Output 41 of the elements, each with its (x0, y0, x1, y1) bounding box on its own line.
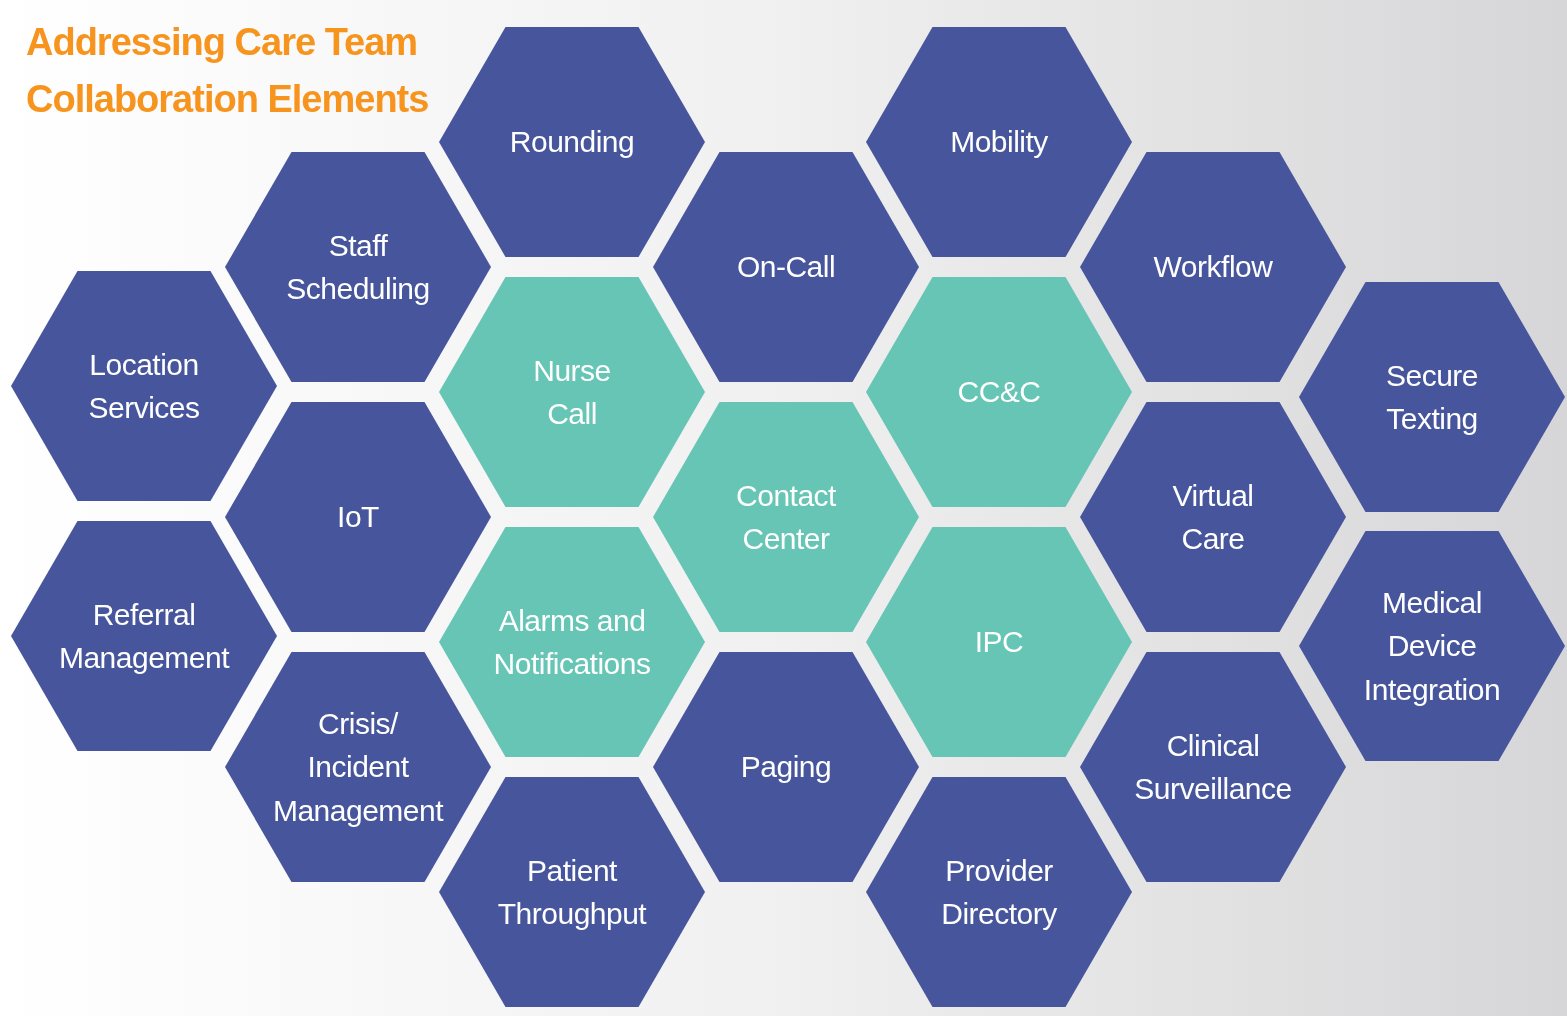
tile-label: Referral Management (57, 596, 231, 676)
tile-label: Medical Device Integration (1362, 584, 1502, 708)
hexagon-tile (1080, 402, 1346, 632)
tile-label: Secure Texting (1384, 357, 1480, 437)
hexagon-tile (11, 521, 277, 751)
tile-label: Alarms and Notifications (492, 602, 652, 682)
hexagon-tile (1080, 652, 1346, 882)
tile-label: Patient Throughput (496, 852, 648, 932)
hexagon-tile (866, 777, 1132, 1007)
tile-label: Virtual Care (1171, 477, 1255, 557)
hexagon-tile (653, 152, 919, 382)
hexagon-tile (11, 271, 277, 501)
hexagon-tile (653, 402, 919, 632)
hexagon-tile (1080, 152, 1346, 382)
hexagon-tile (866, 277, 1132, 507)
hexagon-tile (653, 652, 919, 882)
tile-label: Nurse Call (532, 352, 612, 432)
tile-label: Clinical Surveillance (1133, 727, 1293, 807)
tile-label: Rounding (509, 124, 635, 161)
tile-label: Staff Scheduling (285, 227, 431, 307)
tile-label: IPC (974, 624, 1024, 661)
hexagon-tile (866, 527, 1132, 757)
tile-label: On-Call (736, 249, 836, 286)
tile-label: Crisis/ Incident Management (271, 705, 445, 829)
tile-label: Location Services (87, 346, 201, 426)
hexagon-tile (225, 152, 491, 382)
title: Addressing Care Team Collaboration Elements (26, 20, 430, 122)
tile-label: Provider Directory (940, 852, 1058, 932)
hexagon-tile (439, 27, 705, 257)
tile-label: IoT (337, 499, 379, 536)
hexagon-tile (225, 402, 491, 632)
hexagon-tile (866, 27, 1132, 257)
hexagon-tile (439, 277, 705, 507)
tile-label: Workflow (1153, 249, 1273, 286)
hexagon-tile (439, 527, 705, 757)
hexagon-tile (1299, 282, 1565, 512)
tile-label: CC&C (957, 374, 1041, 411)
tile-label: Paging (740, 749, 832, 786)
hexagon-tile (1299, 531, 1565, 761)
tile-label: Contact Center (735, 477, 837, 557)
tile-label: Mobility (950, 124, 1048, 161)
